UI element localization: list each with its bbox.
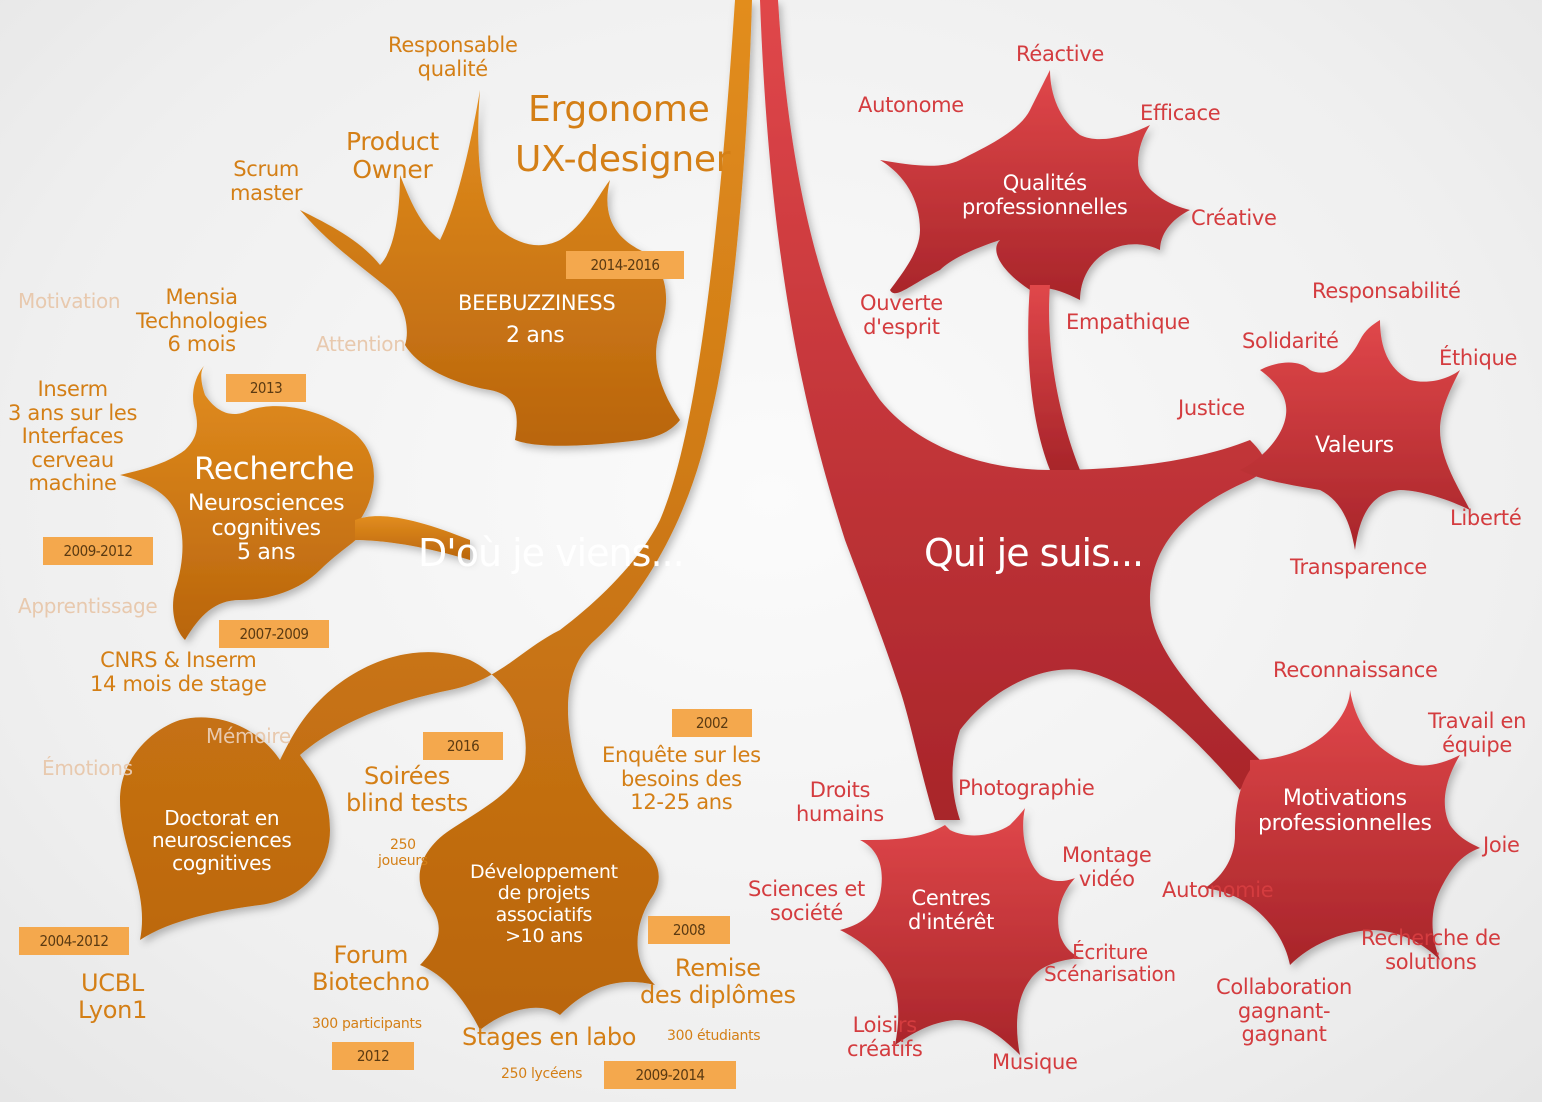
autonomie-label: Autonomie bbox=[1162, 878, 1274, 902]
emotions-ghost: Émotions bbox=[42, 756, 133, 780]
year-2004-2012: 2004-2012 bbox=[19, 927, 129, 955]
valeurs-center: Valeurs bbox=[1315, 433, 1394, 458]
year-2014-2016: 2014-2016 bbox=[566, 251, 684, 279]
etudiants-label: 300 étudiants bbox=[667, 1028, 761, 1044]
memoire-ghost: Mémoire bbox=[206, 724, 291, 748]
cnrs-label: CNRS & Inserm 14 mois de stage bbox=[90, 648, 267, 696]
year-2002: 2002 bbox=[672, 709, 752, 737]
creative-label: Créative bbox=[1191, 206, 1277, 230]
ecriture-label: Écriture Scénarisation bbox=[1044, 940, 1176, 987]
forum-label: Forum Biotechno bbox=[312, 941, 430, 996]
year-2009-2012: 2009-2012 bbox=[43, 537, 153, 565]
collaboration-label: Collaboration gagnant- gagnant bbox=[1216, 975, 1353, 1047]
travail-label: Travail en équipe bbox=[1428, 709, 1527, 757]
montage-label: Montage vidéo bbox=[1062, 843, 1152, 891]
product-owner-label: Product Owner bbox=[346, 127, 439, 184]
year-2008: 2008 bbox=[648, 916, 730, 944]
reactive-label: Réactive bbox=[1016, 42, 1104, 66]
attention-ghost: Attention bbox=[316, 332, 406, 356]
ethique-label: Éthique bbox=[1439, 346, 1518, 370]
recherche-title: Recherche bbox=[194, 451, 355, 487]
liberte-label: Liberté bbox=[1450, 506, 1522, 530]
joueurs-label: 250 joueurs bbox=[378, 837, 428, 869]
justice-label: Justice bbox=[1178, 396, 1245, 420]
musique-label: Musique bbox=[992, 1050, 1078, 1074]
responsabilite-label: Responsabilité bbox=[1312, 279, 1461, 303]
year-2016: 2016 bbox=[423, 732, 503, 760]
apprentissage-ghost: Apprentissage bbox=[18, 594, 158, 618]
droits-label: Droits humains bbox=[796, 778, 884, 826]
year-2013: 2013 bbox=[226, 374, 306, 402]
empathique-label: Empathique bbox=[1066, 310, 1190, 334]
remise-label: Remise des diplômes bbox=[640, 954, 796, 1009]
motivation-ghost: Motivation bbox=[18, 289, 121, 313]
developpement-label: Développement de projets associatifs >10… bbox=[470, 861, 618, 947]
doctorat-label: Doctorat en neurosciences cognitives bbox=[152, 806, 292, 875]
autonome-label: Autonome bbox=[858, 93, 964, 117]
recherche-solutions-label: Recherche de solutions bbox=[1361, 926, 1501, 974]
qualites-center: Qualités professionnelles bbox=[962, 171, 1128, 219]
right-title: Qui je suis... bbox=[924, 531, 1144, 575]
mensia-label: Mensia Technologies 6 mois bbox=[136, 285, 268, 357]
joie-label: Joie bbox=[1483, 833, 1520, 857]
motivations-center: Motivations professionnelles bbox=[1258, 786, 1432, 836]
responsable-qualite-label: Responsable qualité bbox=[388, 33, 518, 81]
year-2012: 2012 bbox=[332, 1042, 414, 1070]
lyceens-label: 250 lycéens bbox=[501, 1066, 583, 1082]
stages-label: Stages en labo bbox=[462, 1023, 637, 1051]
solidarite-label: Solidarité bbox=[1242, 329, 1339, 353]
participants-label: 300 participants bbox=[312, 1016, 422, 1032]
transparence-label: Transparence bbox=[1290, 555, 1427, 579]
ergonome-label: Ergonome bbox=[528, 89, 710, 130]
enquete-label: Enquête sur les besoins des 12-25 ans bbox=[602, 743, 761, 815]
sciences-label: Sciences et société bbox=[748, 877, 865, 925]
ux-designer-label: UX-designer bbox=[515, 139, 731, 180]
inserm-label: Inserm 3 ans sur les Interfaces cerveau … bbox=[8, 377, 138, 496]
loisirs-label: Loisirs créatifs bbox=[847, 1013, 923, 1061]
orange-neuron bbox=[120, 0, 752, 1030]
scrum-master-label: Scrum master bbox=[230, 157, 303, 205]
reconnaissance-label: Reconnaissance bbox=[1273, 658, 1438, 682]
left-title: D'où je viens... bbox=[418, 531, 685, 575]
year-2009-2014: 2009-2014 bbox=[604, 1061, 736, 1089]
beebuzziness-duration: 2 ans bbox=[506, 323, 565, 348]
ucbl-label: UCBL Lyon1 bbox=[78, 969, 148, 1024]
photographie-label: Photographie bbox=[958, 776, 1095, 800]
year-2007-2009: 2007-2009 bbox=[219, 620, 329, 648]
beebuzziness-name: BEEBUZZINESS bbox=[458, 291, 616, 315]
ouverte-label: Ouverte d'esprit bbox=[860, 291, 943, 339]
efficace-label: Efficace bbox=[1140, 101, 1221, 125]
red-neuron bbox=[760, 0, 1480, 1055]
recherche-body: Neurosciences cognitives 5 ans bbox=[188, 491, 345, 566]
centres-center: Centres d'intérêt bbox=[908, 886, 995, 934]
soirees-label: Soirées blind tests bbox=[346, 762, 468, 817]
